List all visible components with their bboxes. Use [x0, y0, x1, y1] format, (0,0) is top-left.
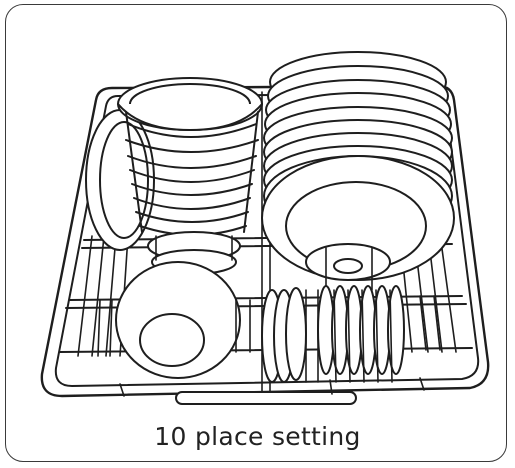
dishwasher-rack-illustration [40, 51, 490, 405]
front-tines [97, 295, 441, 357]
bowls-stack [85, 77, 263, 379]
figure-caption: 10 place setting [154, 422, 361, 451]
large-plates-stack [261, 51, 455, 291]
small-plates-row [261, 285, 405, 383]
